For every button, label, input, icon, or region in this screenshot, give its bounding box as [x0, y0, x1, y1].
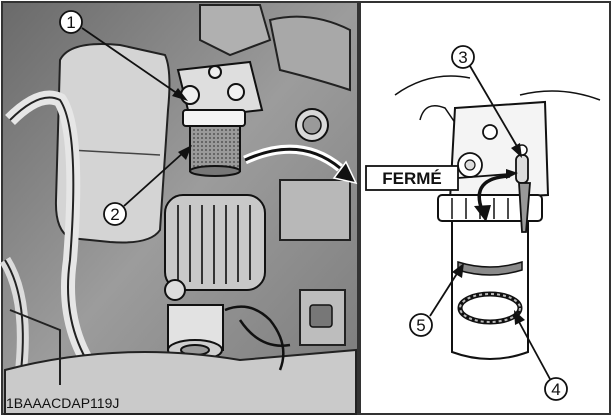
fuel-filter-assembly — [176, 60, 264, 177]
alternator — [164, 194, 266, 301]
engine-photo-panel — [0, 1, 359, 415]
filter-ring-nut — [182, 109, 246, 127]
filter-element — [189, 125, 241, 172]
callout-4-label: 4 — [551, 380, 560, 399]
float-ring — [457, 260, 523, 276]
filter-detail-panel — [359, 1, 611, 415]
callout-5-label: 5 — [416, 316, 425, 335]
oil-filter — [167, 304, 224, 361]
fuel-cock-lever — [515, 144, 531, 233]
callout-5: 5 — [409, 263, 464, 337]
callout-2: 2 — [103, 145, 192, 226]
ferme-text: FERMÉ — [382, 169, 442, 188]
callout-2-label: 2 — [110, 205, 119, 224]
figure-code: 1BAAACDAP119J — [6, 395, 119, 411]
callout-1: 1 — [59, 10, 188, 101]
closed-position-label: FERMÉ — [365, 165, 518, 191]
detail-arrow — [243, 144, 358, 185]
callout-3: 3 — [451, 45, 522, 158]
filter-bowl — [451, 220, 529, 360]
callout-3-label: 3 — [458, 48, 467, 67]
callout-4: 4 — [514, 310, 568, 401]
callout-1-label: 1 — [66, 13, 75, 32]
